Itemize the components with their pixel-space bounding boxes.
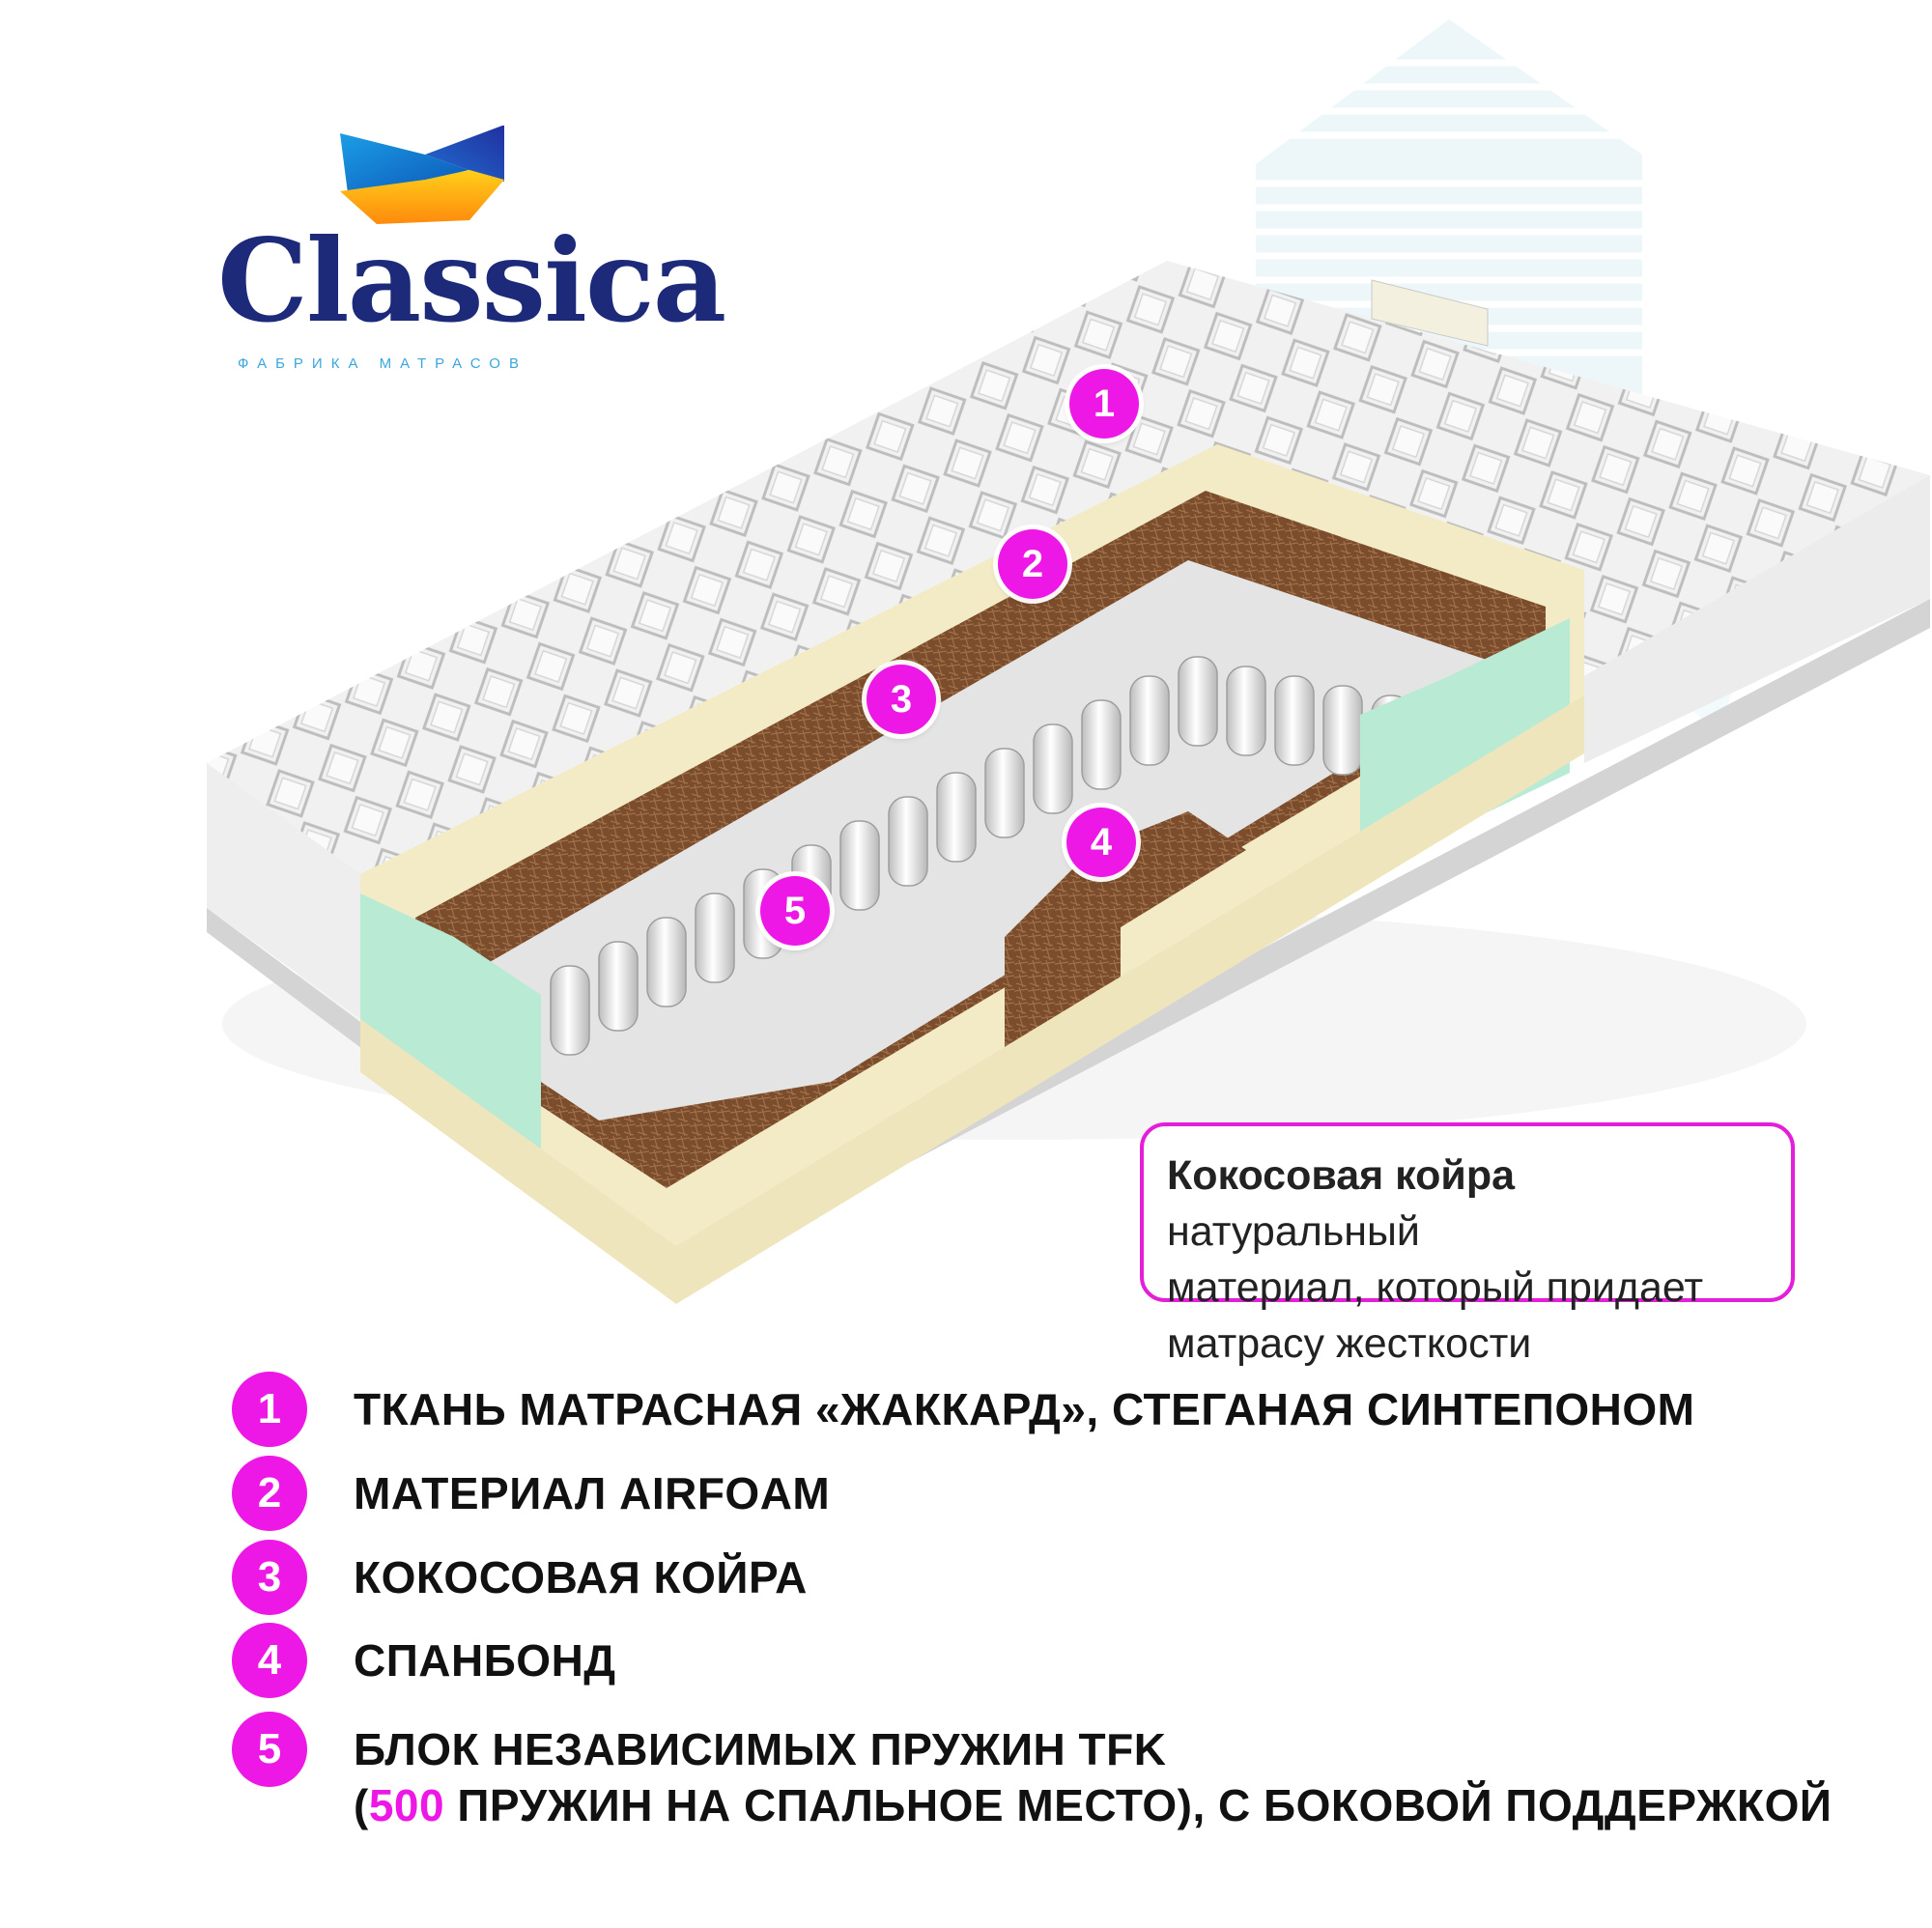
logo-bowtie-icon	[340, 126, 504, 224]
legend-item-3: 3 КОКОСОВАЯ КОЙРА	[232, 1540, 1893, 1617]
legend-text-5-line-1: БЛОК НЕЗАВИСИМЫХ ПРУЖИН TFK	[354, 1724, 1167, 1774]
legend-item-5: 5 БЛОК НЕЗАВИСИМЫХ ПРУЖИН TFK (500 ПРУЖИ…	[232, 1712, 1893, 1847]
callout-line1-rest: натуральный	[1167, 1208, 1420, 1255]
legend-text-5-rest: ПРУЖИН НА СПАЛЬНОЕ МЕСТО), С БОКОВОЙ ПОД…	[444, 1780, 1833, 1830]
legend-number-5: 5	[232, 1712, 307, 1787]
legend-item-4: 4 СПАНБОНД	[232, 1623, 1893, 1700]
legend-text-5-open: (	[354, 1780, 369, 1830]
mattress-label-tag	[1371, 279, 1489, 347]
legend-text-5: БЛОК НЕЗАВИСИМЫХ ПРУЖИН TFK (500 ПРУЖИН …	[354, 1721, 1832, 1833]
spring-count-highlight: 500	[368, 1780, 445, 1830]
marker-2: 2	[998, 529, 1067, 599]
legend-number-2: 2	[232, 1456, 307, 1531]
legend-number-1: 1	[232, 1372, 307, 1447]
brand-tagline: ФАБРИКА МАТРАСОВ	[238, 355, 527, 372]
callout-bold: Кокосовая койра	[1167, 1152, 1515, 1199]
callout-line-2: материал, который придает	[1167, 1264, 1704, 1311]
callout-line-1: Кокосовая койра натуральный	[1167, 1148, 1770, 1260]
legend-text-4: СПАНБОНД	[354, 1635, 616, 1686]
legend-item-2: 2 МАТЕРИАЛ AIRFOAM	[232, 1456, 1893, 1533]
legend-text-5-line-2: (500 ПРУЖИН НА СПАЛЬНОЕ МЕСТО), С БОКОВО…	[354, 1777, 1832, 1833]
marker-4: 4	[1066, 808, 1136, 877]
coir-callout: Кокосовая койра натуральный материал, ко…	[1140, 1122, 1795, 1367]
marker-1: 1	[1069, 369, 1139, 439]
brand-name: Classica	[217, 213, 726, 348]
marker-3: 3	[867, 665, 936, 734]
legend-number-3: 3	[232, 1540, 307, 1615]
legend-text-1: ТКАНЬ МАТРАСНАЯ «ЖАККАРД», СТЕГАНАЯ СИНТ…	[354, 1384, 1695, 1434]
legend-number-4: 4	[232, 1623, 307, 1698]
legend-text-2: МАТЕРИАЛ AIRFOAM	[354, 1468, 831, 1518]
legend-item-1: 1 ТКАНЬ МАТРАСНАЯ «ЖАККАРД», СТЕГАНАЯ СИ…	[232, 1372, 1893, 1449]
legend-text-3: КОКОСОВАЯ КОЙРА	[354, 1552, 808, 1602]
callout-line-3: матрасу жесткости	[1167, 1320, 1532, 1367]
marker-5: 5	[760, 876, 830, 946]
